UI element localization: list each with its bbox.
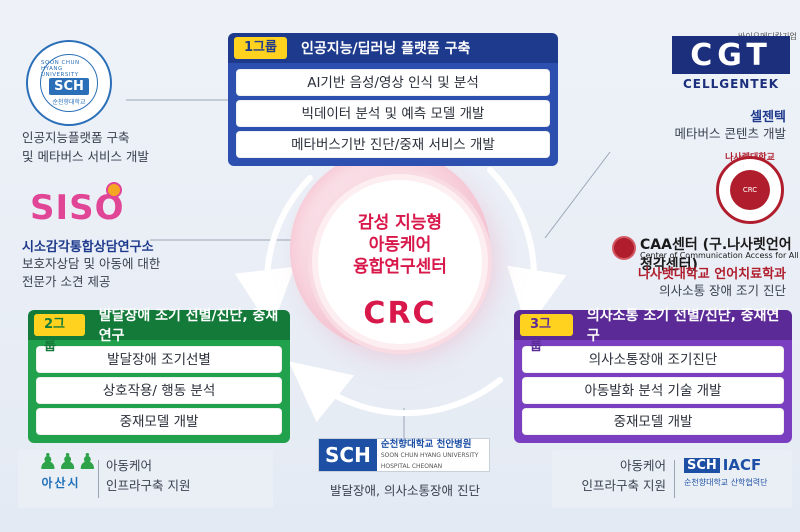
cgt-logo: CGT (672, 36, 790, 74)
sch-hospital-name-en: SOON CHUN HYANG UNIVERSITY HOSPITAL CHEO… (380, 451, 479, 470)
iacf-logo: SCH IACF 순천향대학교 산학협력단 (684, 456, 788, 488)
group-1-header: 1그룹 인공지능/딥러닝 플랫폼 구축 (228, 33, 558, 63)
center-acronym: CRC (363, 296, 437, 331)
divider (98, 460, 99, 498)
caa-logo-icon (612, 236, 636, 260)
group-3-item: 아동발화 분석 기술 개발 (522, 377, 784, 404)
group-3-badge: 3그룹 (520, 314, 573, 354)
group-2-badge: 2그룹 (34, 314, 85, 354)
nazarene-desc: 의사소통 장애 조기 진단 (659, 283, 786, 298)
sch-hospital-desc: 발달장애, 의사소통장애 진단 (330, 483, 480, 498)
group-2-item: 상호작용/ 행동 분석 (36, 377, 282, 404)
iacf-desc-line: 아동케어 (619, 458, 666, 473)
iacf-desc: 아동케어 인프라구축 지원 (560, 456, 666, 496)
asan-people-icon: ♟♟♟ (38, 450, 98, 475)
asan-logo-name: 아산시 (41, 476, 81, 490)
sch-desc-line: 인공지능플랫폼 구축 (22, 130, 130, 145)
sch-university-seal: SOON CHUN HYANG UNIVERSITY SCH 순천향대학교 (26, 40, 112, 126)
nazarene-seal-center: CRC (730, 170, 770, 210)
iacf-logo-name: IACF (722, 456, 762, 474)
group-3-item: 중재모델 개발 (522, 408, 784, 435)
siso-name: 시소감각통합상담연구소 (22, 240, 154, 255)
sch-desc-line: 및 메타버스 서비스 개발 (22, 149, 149, 164)
nazarene-seal: CRC (716, 156, 784, 224)
asan-desc-line: 인프라구축 지원 (106, 478, 191, 493)
center-line-1: 감성 지능형 (357, 213, 443, 233)
siso-logo-mark (106, 182, 122, 198)
iacf-desc-line: 인프라구축 지원 (581, 478, 666, 493)
connector-cgt (544, 151, 611, 239)
group-2-title: 발달장애 조기 선별/진단, 중재연구 (98, 308, 279, 344)
siso-info: 시소감각통합상담연구소 보호자상담 및 아동에 대한 전문가 소견 제공 (22, 236, 272, 291)
group-3-panel: 3그룹 의사소통 조기 선별/진단, 중재연구 의사소통장애 조기진단 아동발화… (514, 308, 792, 443)
cellgentek-desc: 메타버스 콘텐츠 개발 (674, 126, 786, 141)
group-1-title: 인공지능/딥러닝 플랫폼 구축 (300, 41, 471, 57)
group-1-item: AI기반 음성/영상 인식 및 분석 (236, 69, 550, 96)
group-1-badge: 1그룹 (234, 37, 287, 59)
iacf-sch-mark: SCH (684, 457, 720, 473)
asan-logo: ♟♟♟ 아산시 (38, 450, 98, 502)
sch-seal-logo: SCH (49, 78, 89, 95)
sch-seal-ring: SOON CHUN HYANG UNIVERSITY (41, 60, 80, 78)
siso-desc-line: 전문가 소견 제공 (22, 274, 111, 289)
group-2-items: 발달장애 조기선별 상호작용/ 행동 분석 중재모델 개발 (28, 340, 290, 443)
iacf-logo-sub: 순천향대학교 산학협력단 (684, 478, 768, 487)
caa-subtitle: Center of Communication Access for All (640, 251, 799, 260)
divider (674, 460, 675, 498)
sch-hospital-mark: SCH (319, 439, 377, 471)
group-1-items: AI기반 음성/영상 인식 및 분석 빅데이터 분석 및 예측 모델 개발 메타… (228, 63, 558, 166)
group-1-panel: 1그룹 인공지능/딥러닝 플랫폼 구축 AI기반 음성/영상 인식 및 분석 빅… (228, 33, 558, 166)
asan-desc: 아동케어 인프라구축 지원 (106, 456, 190, 496)
sch-hospital-name-ko: 순천향대학교 천안병원 (380, 438, 472, 450)
asan-desc-line: 아동케어 (106, 458, 153, 473)
group-1-item: 메타버스기반 진단/중재 서비스 개발 (236, 131, 550, 158)
group-2-item: 중재모델 개발 (36, 408, 282, 435)
asan-support-box (18, 450, 273, 508)
group-3-item: 의사소통장애 조기진단 (522, 346, 784, 373)
cellgentek-name: 셀젠텍 (750, 110, 786, 125)
group-3-items: 의사소통장애 조기진단 아동발화 분석 기술 개발 중재모델 개발 (514, 340, 792, 443)
center-title: 감성 지능형 아동케어 융합연구센터 (318, 212, 482, 278)
group-3-header: 3그룹 의사소통 조기 선별/진단, 중재연구 (514, 308, 792, 354)
center-line-3: 융합연구센터 (353, 257, 447, 277)
nazarene-info: 나사렛대학교 언어치료학과 의사소통 장애 조기 진단 (600, 263, 786, 300)
center-line-2: 아동케어 (368, 235, 432, 255)
sch-hospital-logo: SCH 순천향대학교 천안병원 SOON CHUN HYANG UNIVERSI… (318, 438, 490, 472)
group-1-item: 빅데이터 분석 및 예측 모델 개발 (236, 100, 550, 127)
center-circle (318, 180, 482, 344)
caa-title: CAA센터 (구.나사렛언어청각센터) (640, 237, 792, 273)
sch-university-desc: 인공지능플랫폼 구축 및 메타버스 서비스 개발 (22, 128, 222, 166)
group-2-header: 2그룹 발달장애 조기 선별/진단, 중재연구 (28, 308, 290, 354)
group-2-panel: 2그룹 발달장애 조기 선별/진단, 중재연구 발달장애 조기선별 상호작용/ … (28, 308, 290, 443)
iacf-support-box (552, 450, 792, 508)
cellgentek-info: 셀젠텍 메타버스 콘텐츠 개발 (600, 106, 786, 143)
nazarene-name: 나사렛대학교 언어치료학과 (637, 267, 786, 282)
cgt-logo-name: CELLGENTEK (682, 77, 780, 91)
group-2-item: 발달장애 조기선별 (36, 346, 282, 373)
siso-desc-line: 보호자상담 및 아동에 대한 (22, 256, 161, 271)
group-3-title: 의사소통 조기 선별/진단, 중재연구 (586, 308, 780, 344)
sch-seal-ring-bottom: 순천향대학교 (52, 99, 86, 106)
